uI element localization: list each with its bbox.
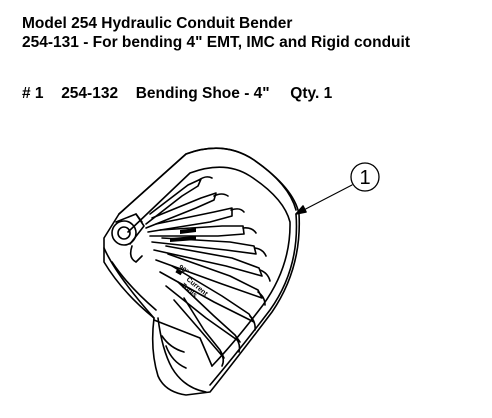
callout-bubble [350, 162, 380, 192]
document-header: Model 254 Hydraulic Conduit Bender 254-1… [22, 14, 410, 52]
side-face [103, 247, 155, 319]
front-block [157, 317, 207, 393]
rib [173, 297, 225, 359]
part-quantity: Qty. 1 [290, 85, 333, 102]
angle-mark: 90° [177, 263, 190, 276]
part-number: 254-132 [61, 85, 119, 102]
shoe-outline [103, 147, 301, 396]
part-description: Bending Shoe - 4" [135, 85, 270, 102]
rib [145, 178, 202, 225]
model-title: Model 254 Hydraulic Conduit Bender [22, 15, 293, 32]
part-line: # 1 254-132 Bending Shoe - 4" Qty. 1 [22, 85, 332, 103]
rib [151, 237, 257, 255]
rib [153, 245, 263, 277]
side-face-2 [111, 261, 157, 311]
groove-arc [127, 166, 291, 367]
callout-arrowhead [295, 205, 307, 215]
callout-number: 1 [359, 167, 370, 189]
pivot-hole [117, 226, 131, 240]
item-number: # 1 [22, 85, 44, 102]
rib [149, 225, 245, 237]
rib [165, 281, 241, 343]
rib [147, 207, 233, 233]
rib [145, 192, 217, 229]
shoe-rim [118, 147, 297, 215]
model-subtitle: 254-131 - For bending 4" EMT, IMC and Ri… [22, 34, 410, 51]
groove-arc-outer [209, 213, 298, 386]
pivot-hub [111, 220, 137, 246]
hook-detail [129, 245, 143, 263]
front-block-edge [153, 319, 213, 367]
